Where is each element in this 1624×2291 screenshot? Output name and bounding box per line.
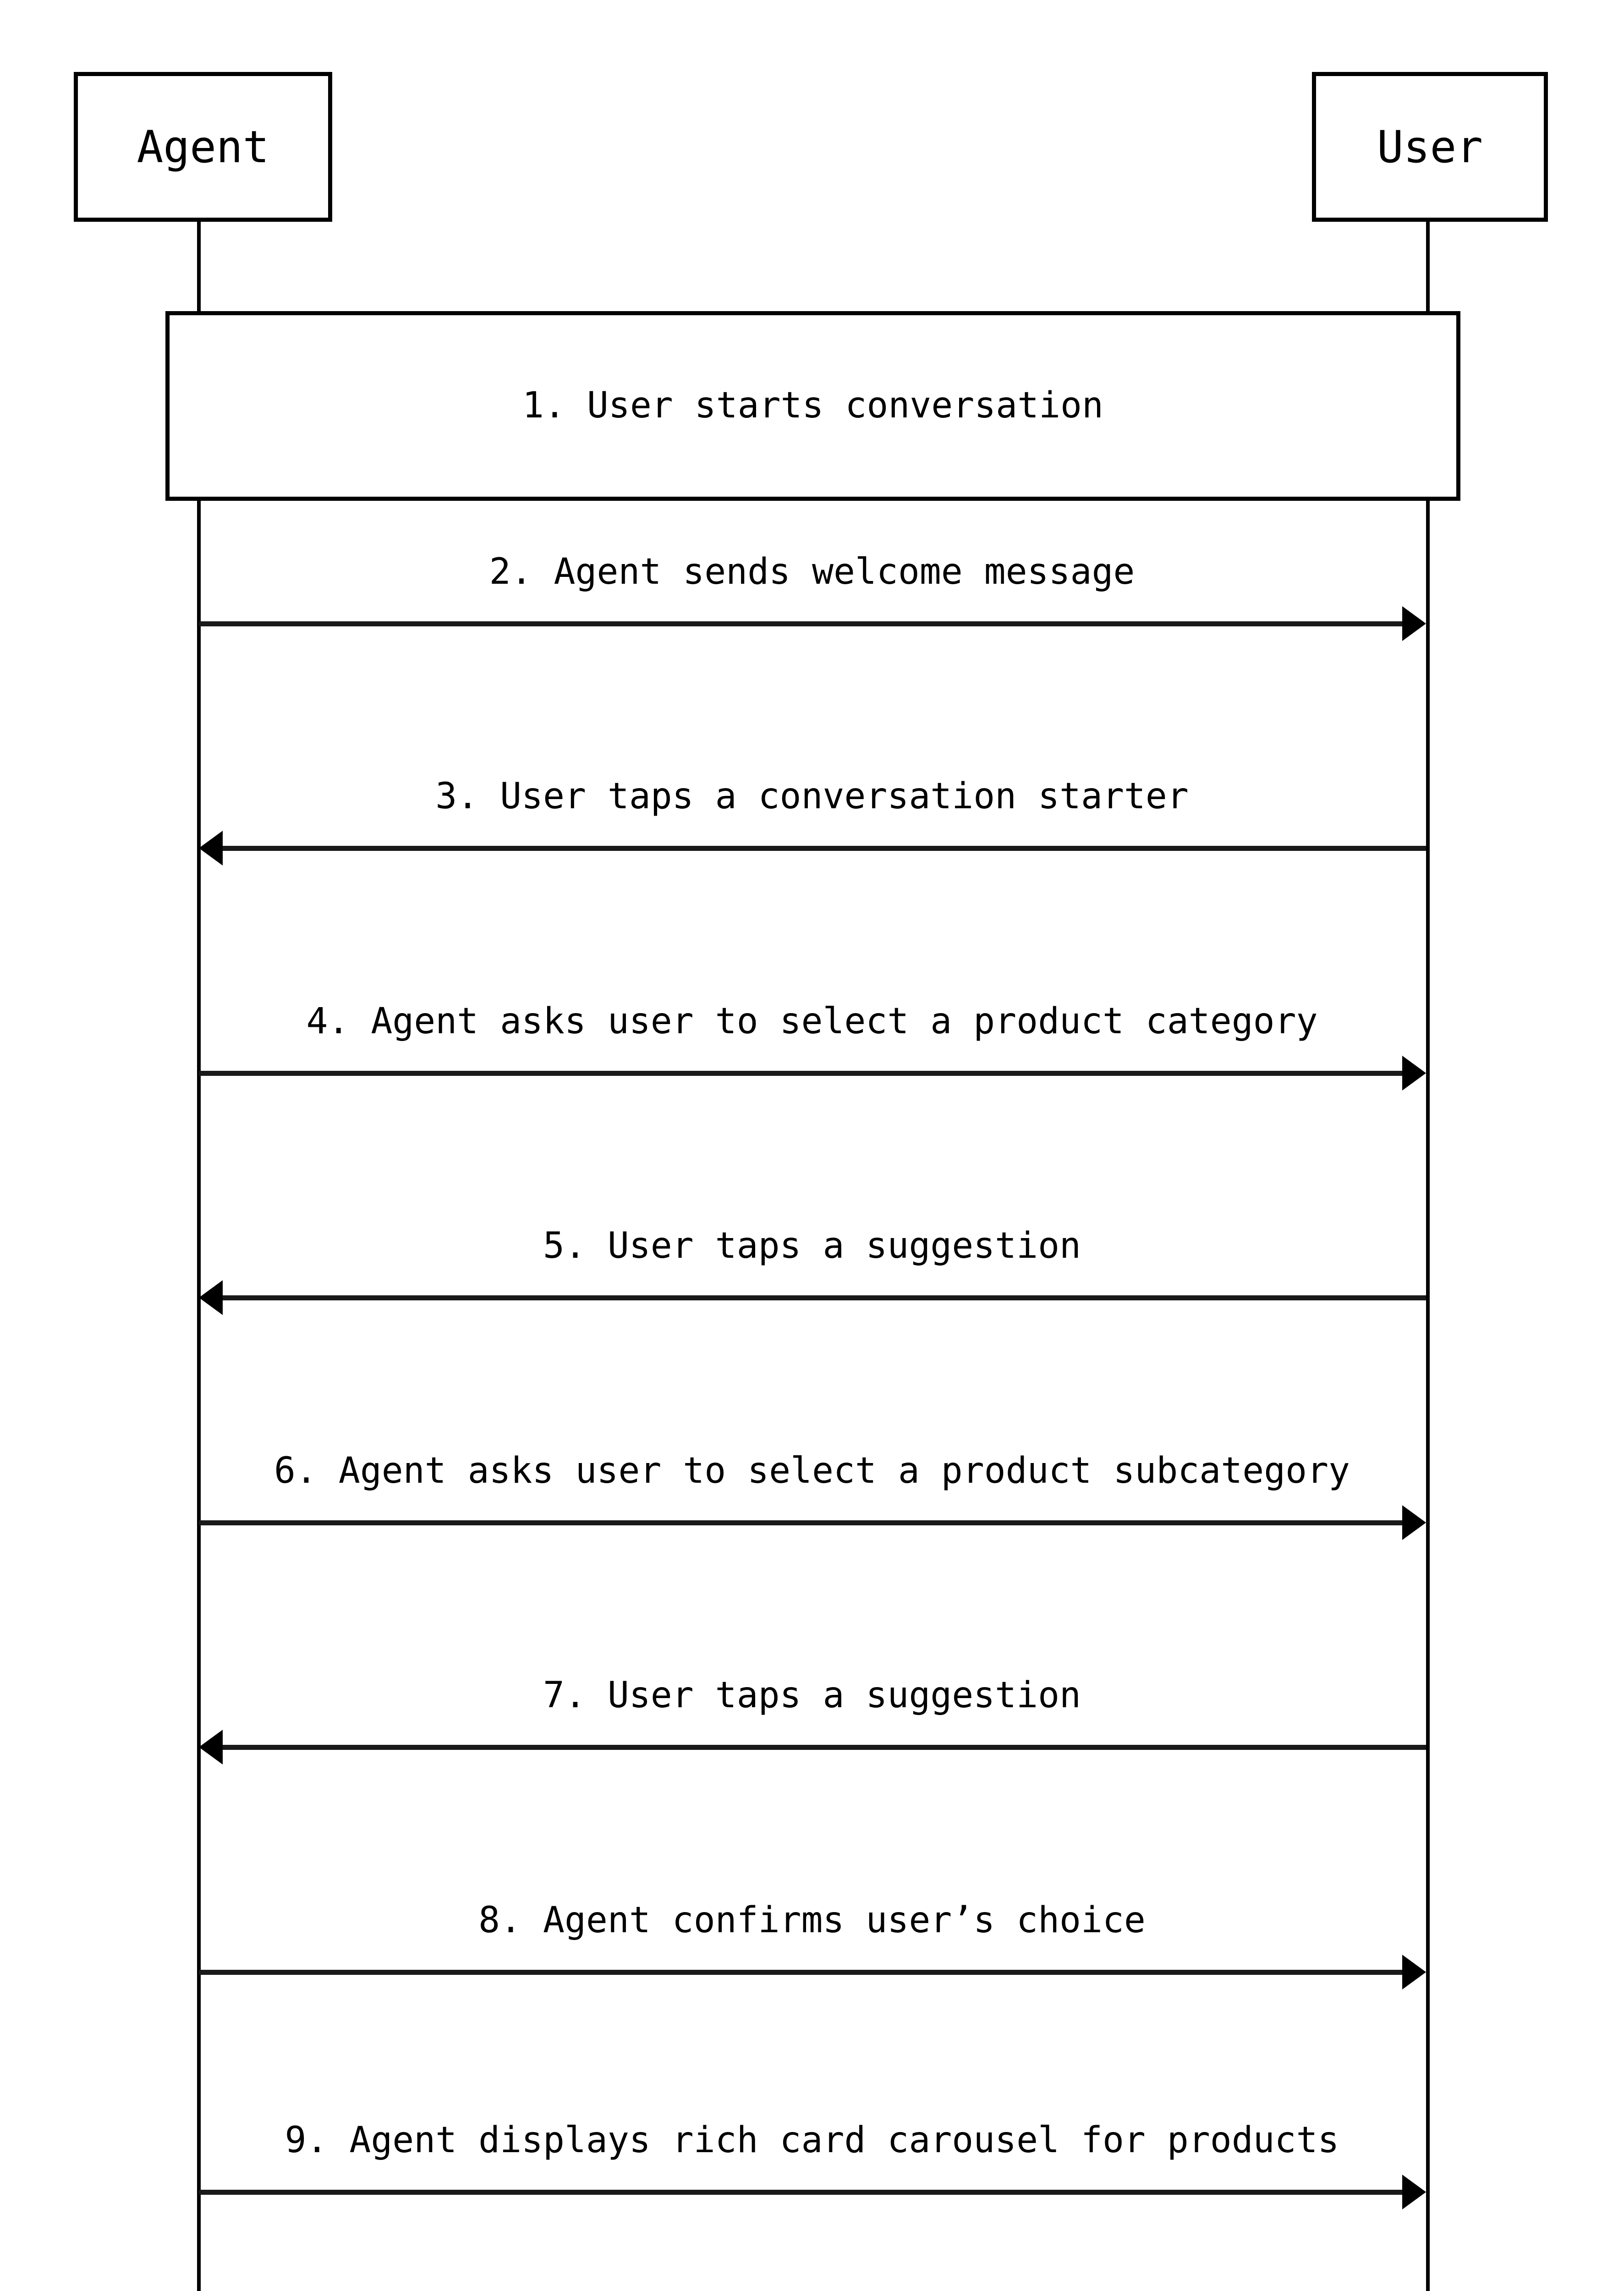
message-line-3 bbox=[223, 846, 1426, 851]
message-label-3: 3. User taps a conversation starter bbox=[435, 776, 1189, 817]
message-label-7: 7. User taps a suggestion bbox=[543, 1675, 1081, 1716]
message-line-7 bbox=[223, 1745, 1426, 1750]
participant-box-agent-top[interactable]: Agent bbox=[74, 72, 332, 222]
lifeline-agent bbox=[197, 222, 201, 2291]
message-line-9 bbox=[199, 2190, 1402, 2195]
message-arrowhead-9-right bbox=[1402, 2175, 1426, 2209]
note-label: 1. User starts conversation bbox=[522, 385, 1103, 427]
note-user-starts-conversation[interactable]: 1. User starts conversation bbox=[165, 311, 1460, 501]
message-arrowhead-6-right bbox=[1402, 1505, 1426, 1540]
message-label-2: 2. Agent sends welcome message bbox=[489, 551, 1135, 593]
message-label-5: 5. User taps a suggestion bbox=[543, 1225, 1081, 1267]
message-arrowhead-5-left bbox=[199, 1280, 223, 1315]
message-arrowhead-2-right bbox=[1402, 606, 1426, 641]
message-arrowhead-8-right bbox=[1402, 1955, 1426, 1990]
message-label-8: 8. Agent confirms user’s choice bbox=[478, 1900, 1146, 1941]
message-arrowhead-3-left bbox=[199, 831, 223, 866]
message-label-9: 9. Agent displays rich card carousel for… bbox=[285, 2120, 1339, 2161]
message-label-4: 4. Agent asks user to select a product c… bbox=[306, 1001, 1318, 1042]
message-label-6: 6. Agent asks user to select a product s… bbox=[274, 1450, 1350, 1492]
message-line-4 bbox=[199, 1071, 1402, 1076]
participant-box-user-top[interactable]: User bbox=[1312, 72, 1548, 222]
message-line-6 bbox=[199, 1520, 1402, 1525]
message-line-8 bbox=[199, 1970, 1402, 1975]
message-line-5 bbox=[223, 1295, 1426, 1300]
message-arrowhead-4-right bbox=[1402, 1056, 1426, 1091]
message-line-2 bbox=[199, 621, 1402, 626]
lifeline-user bbox=[1426, 222, 1430, 2291]
participant-label-agent-top: Agent bbox=[137, 121, 269, 173]
message-arrowhead-7-left bbox=[199, 1730, 223, 1765]
participant-label-user-top: User bbox=[1377, 121, 1483, 173]
